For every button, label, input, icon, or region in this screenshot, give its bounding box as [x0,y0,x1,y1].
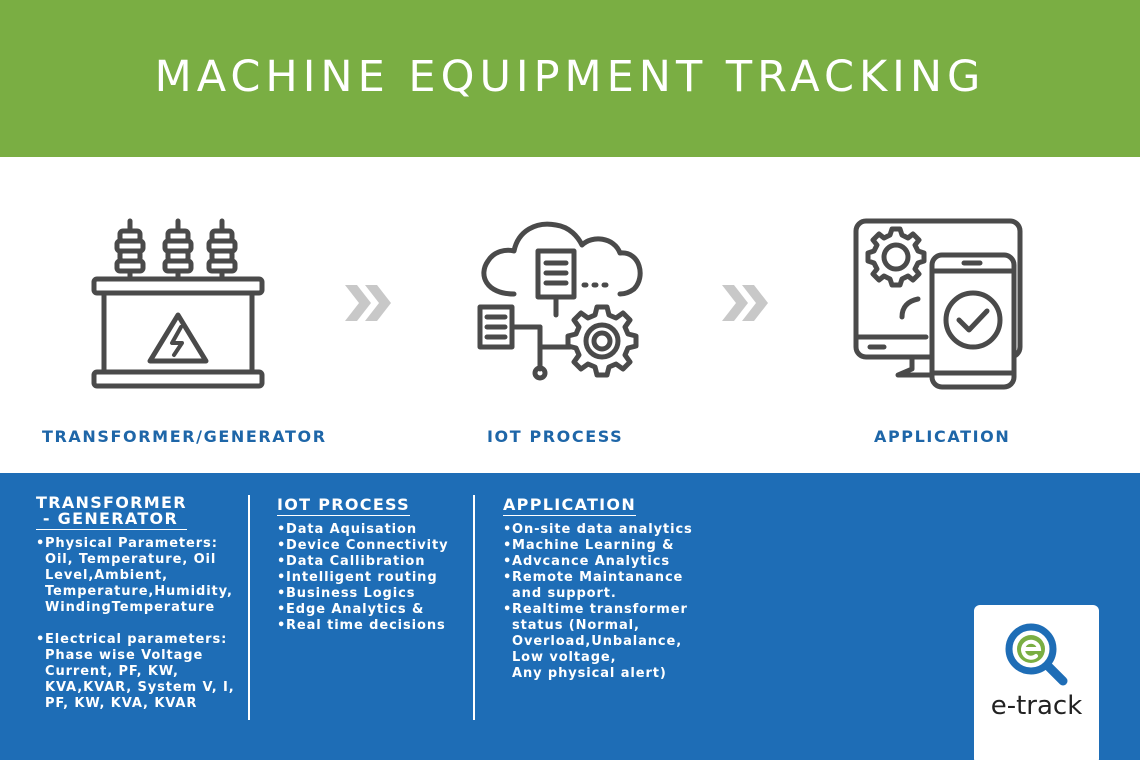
iot-list: Data Aquisation Device Connectivity Data… [277,522,467,634]
stage-label-application: APPLICATION [874,427,1011,446]
stage-label-transformer: TRANSFORMER/GENERATOR [42,427,327,446]
list-item: Electrical parameters: Phase wise Voltag… [36,632,246,712]
chevron-double-right-icon [722,285,770,325]
application-list: On-site data analytics Machine Learning … [503,522,733,682]
transformer-title-line2: - GENERATOR [36,509,179,528]
device-application-icon [852,217,1027,392]
list-item: Device Connectivity [277,538,467,554]
transformer-list: Physical Parameters: Oil, Temperature, O… [36,536,246,712]
list-item: Intelligent routing [277,570,467,586]
chevron-double-right-icon [345,285,393,325]
list-item: Realtime transformer status (Normal, Ove… [503,602,733,682]
column-divider [473,495,475,720]
iot-column-title: IOT PROCESS [277,495,410,516]
details-panel: TRANSFORMER - GENERATOR Physical Paramet… [0,473,1140,760]
transformer-column: TRANSFORMER - GENERATOR Physical Paramet… [36,495,246,712]
application-column-title: APPLICATION [503,495,637,516]
list-item: Edge Analytics & [277,602,467,618]
list-item: Advcance Analytics [503,554,733,570]
transformer-column-title: TRANSFORMER - GENERATOR [36,495,187,530]
logo-text: e-track [990,691,1083,721]
list-item: Business Logics [277,586,467,602]
application-column: APPLICATION On-site data analytics Machi… [503,495,733,682]
iot-column: IOT PROCESS Data Aquisation Device Conne… [277,495,467,634]
transformer-title-line1: TRANSFORMER [36,493,187,512]
list-item: Machine Learning & [503,538,733,554]
cloud-iot-icon [474,219,646,389]
column-divider [248,495,250,720]
search-magnifier-e-icon [1003,621,1069,691]
list-item: Data Callibration [277,554,467,570]
etrack-logo: e-track [974,605,1099,760]
list-item: Remote Maintanance and support. [503,570,733,602]
transformer-icon [88,217,268,392]
process-stages: TRANSFORMER/GENERATOR IOT PROCESS APPLIC… [0,157,1140,473]
stage-label-iot: IOT PROCESS [487,427,624,446]
page-title: MACHINE EQUIPMENT TRACKING [154,51,986,102]
list-item: Physical Parameters: Oil, Temperature, O… [36,536,246,616]
header-banner: MACHINE EQUIPMENT TRACKING [0,0,1140,157]
list-item: On-site data analytics [503,522,733,538]
list-item: Data Aquisation [277,522,467,538]
list-item: Real time decisions [277,618,467,634]
